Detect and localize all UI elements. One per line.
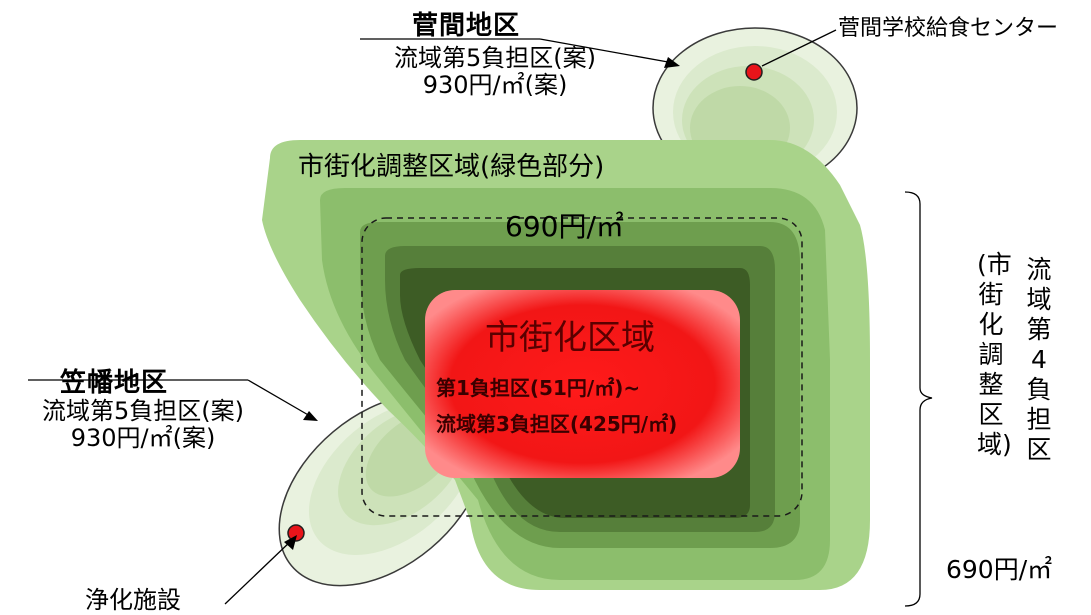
dashed-boundary [361,217,803,517]
kanma-district-name: 菅間地区 [412,11,521,41]
right-bracket [904,191,933,607]
facility-label: 浄化施設 [85,586,181,614]
urban-burden-line1: 第1負担区(51円/㎡)~ [436,376,641,400]
urbanization-area [425,290,740,478]
school-marker [745,63,763,81]
urban-burden-line2: 流域第3負担区(425円/㎡) [436,412,678,436]
kasahata-burden-zone: 流域第5負担区(案) [42,397,244,425]
kanma-burden-zone: 流域第5負担区(案) [394,44,596,72]
kanma-district-info: 流域第5負担区(案) 930円/㎡(案) [360,45,630,99]
urban-area-title: 市街化区域 [485,318,655,358]
kanma-price: 930円/㎡(案) [422,71,568,99]
adjustment-area-label: 市街化調整区域(緑色部分) [298,152,605,182]
right-zone-area-text: (市街化調整区域) [977,250,1012,459]
kasahata-district-name: 笠幡地区 [60,368,169,398]
right-zone-price: 690円/㎡ [946,555,1053,584]
kasahata-district-info: 流域第5負担区(案) 930円/㎡(案) [8,398,278,452]
kasahata-price: 930円/㎡(案) [70,424,216,452]
inner-price-label: 690円/㎡ [505,210,624,243]
facility-marker [287,524,305,542]
leader-lines [28,29,837,605]
school-label: 菅間学校給食センター [838,16,1059,41]
right-zone-burden-text: 流域第4負担区 [1026,255,1052,464]
